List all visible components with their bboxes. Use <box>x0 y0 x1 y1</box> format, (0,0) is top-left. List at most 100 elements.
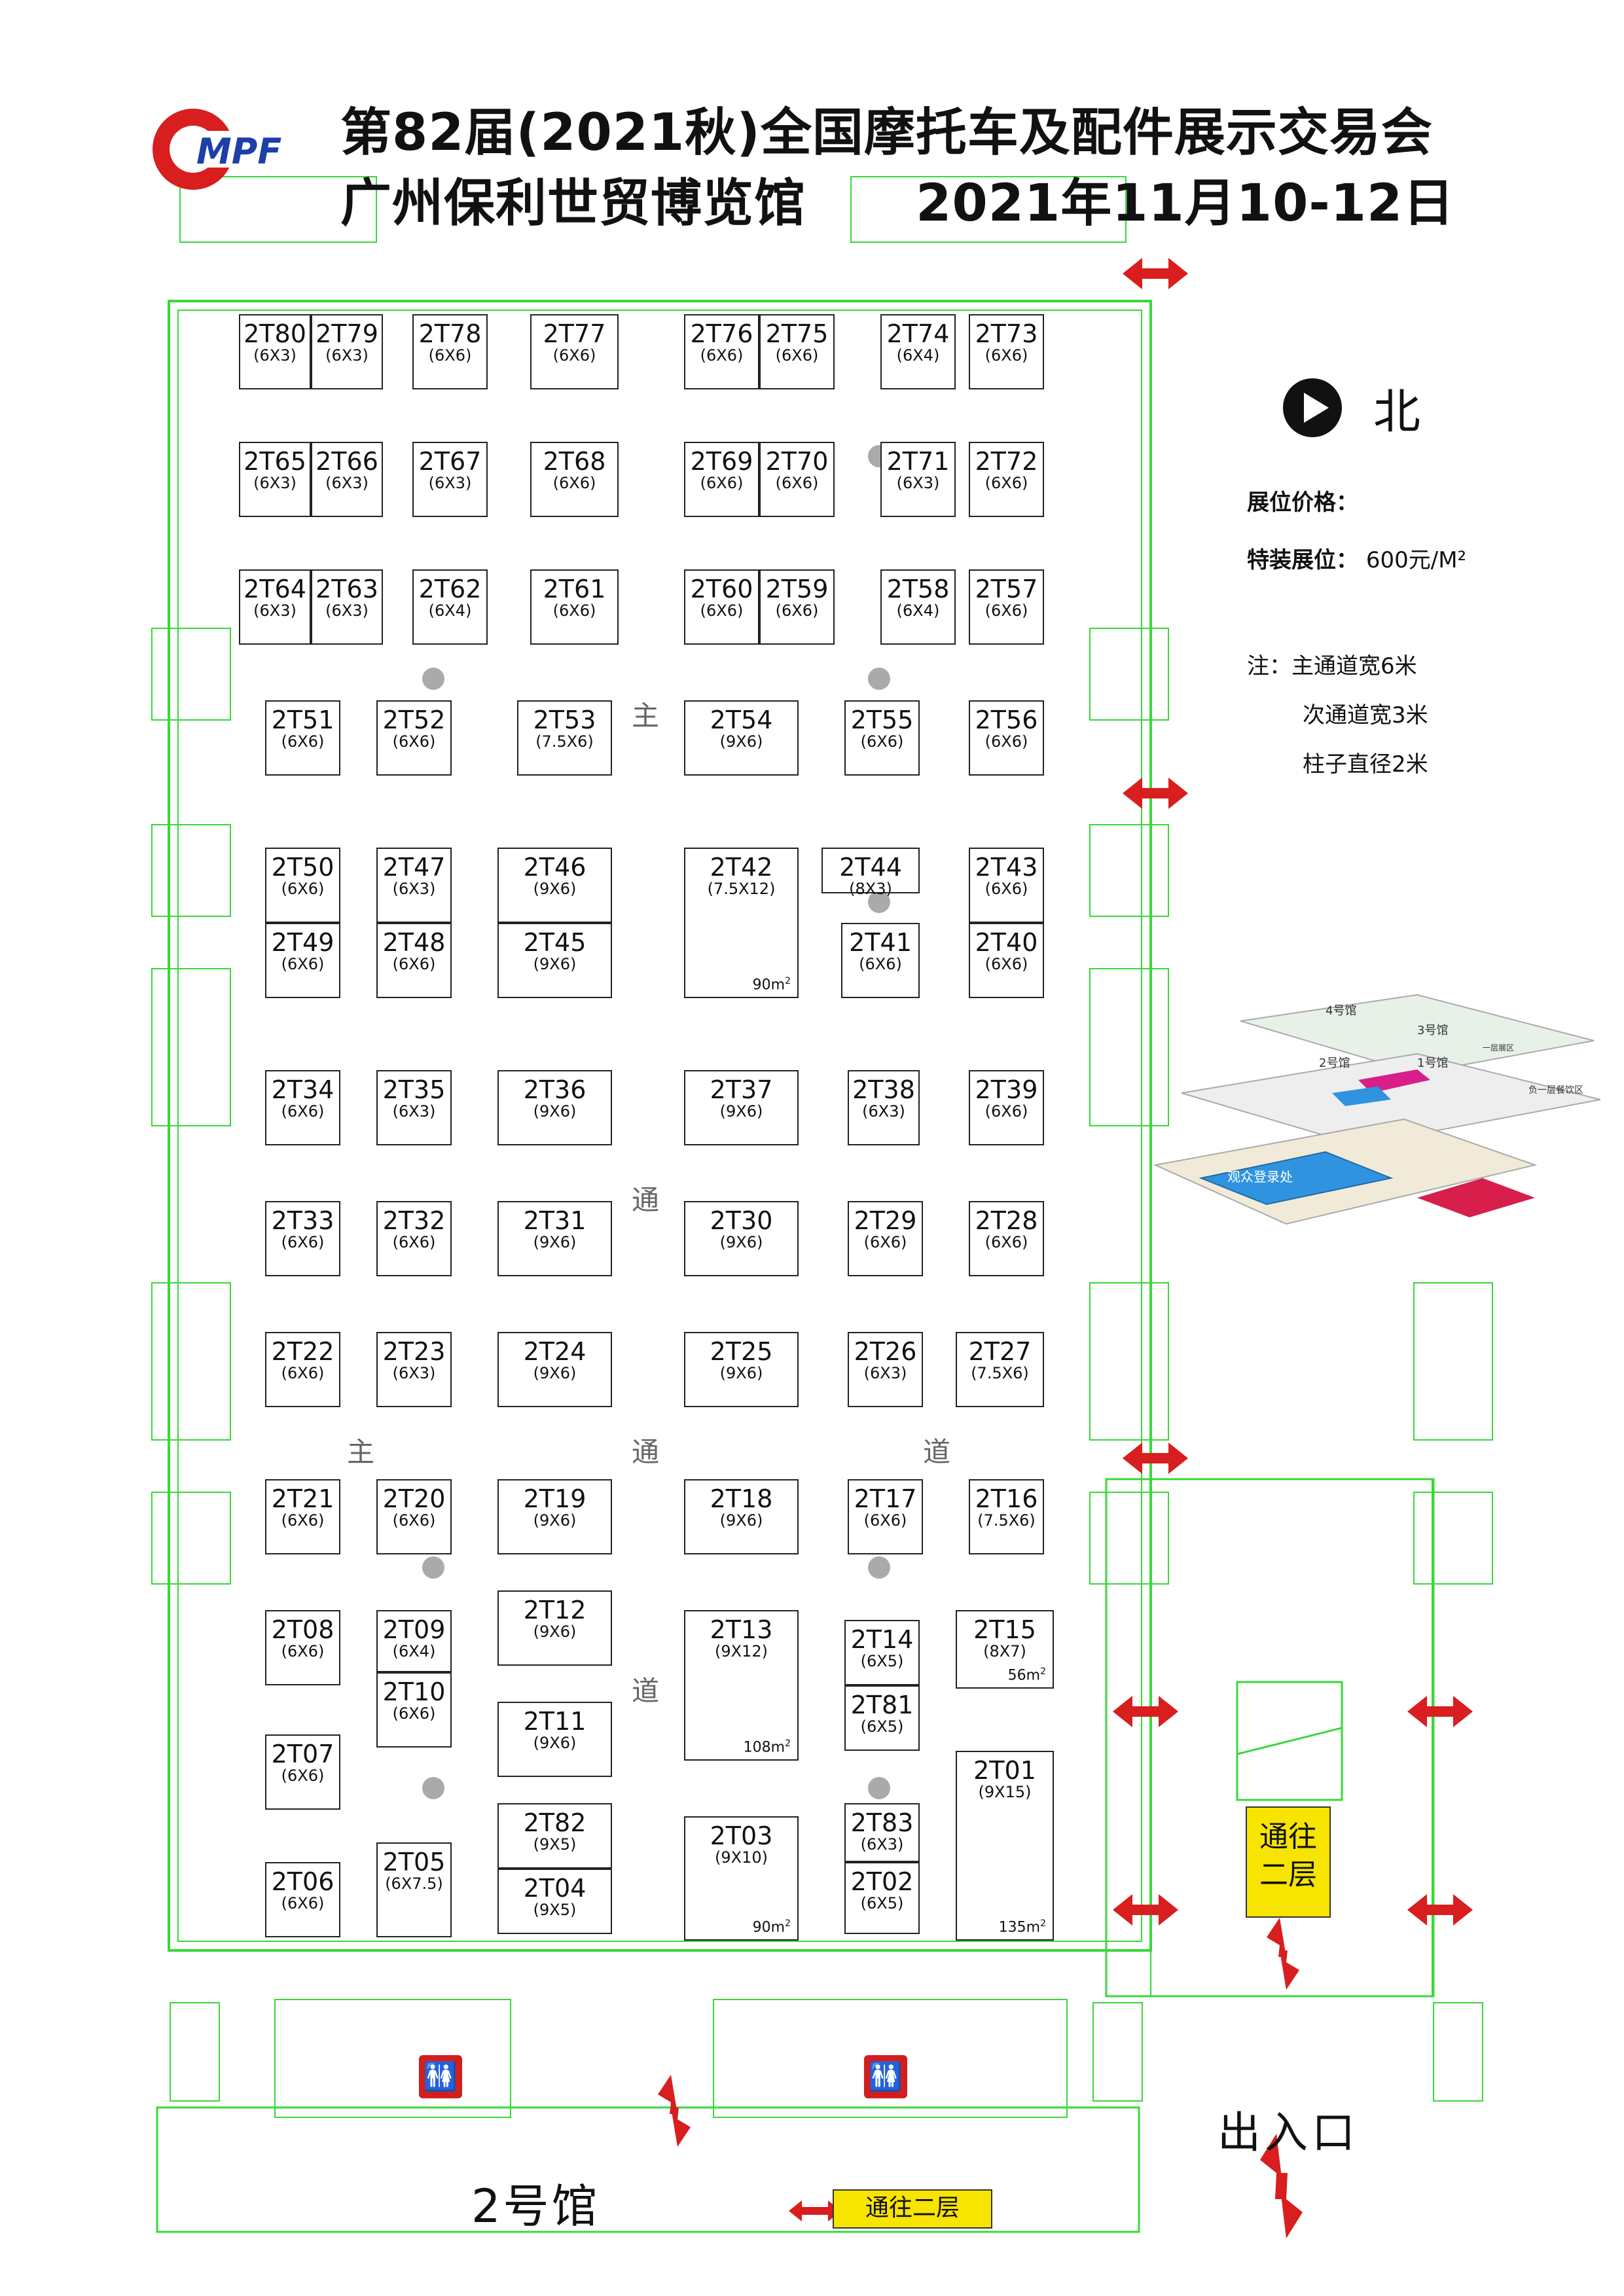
booth-2t39[interactable]: 2T39(6X6) <box>969 1070 1044 1145</box>
booth-2t45[interactable]: 2T45(9X6) <box>497 923 612 998</box>
booth-2t07[interactable]: 2T07(6X6) <box>265 1734 340 1810</box>
booth-2t64[interactable]: 2T64(6X3) <box>239 569 311 645</box>
booth-size: (9X5) <box>533 1901 577 1919</box>
booth-id: 2T61 <box>543 575 606 603</box>
booth-2t52[interactable]: 2T52(6X6) <box>376 700 452 776</box>
booth-2t58[interactable]: 2T58(6X4) <box>880 569 956 645</box>
booth-2t80[interactable]: 2T80(6X3) <box>239 314 311 389</box>
booth-2t17[interactable]: 2T17(6X6) <box>848 1479 923 1554</box>
booth-2t65[interactable]: 2T65(6X3) <box>239 442 311 517</box>
booth-2t23[interactable]: 2T23(6X3) <box>376 1332 452 1407</box>
booth-2t06[interactable]: 2T06(6X6) <box>265 1862 340 1937</box>
booth-2t38[interactable]: 2T38(6X3) <box>848 1070 920 1145</box>
booth-2t04[interactable]: 2T04(9X5) <box>497 1869 612 1934</box>
booth-size: (6X4) <box>428 601 472 620</box>
booth-2t48[interactable]: 2T48(6X6) <box>376 923 452 998</box>
booth-2t70[interactable]: 2T70(6X6) <box>759 442 835 517</box>
booth-2t33[interactable]: 2T33(6X6) <box>265 1201 340 1276</box>
booth-2t79[interactable]: 2T79(6X3) <box>311 314 383 389</box>
booth-2t29[interactable]: 2T29(6X6) <box>848 1201 923 1276</box>
booth-size: (9X6) <box>533 1233 577 1251</box>
booth-2t61[interactable]: 2T61(6X6) <box>530 569 619 645</box>
booth-2t05[interactable]: 2T05(6X7.5) <box>376 1842 452 1937</box>
booth-2t20[interactable]: 2T20(6X6) <box>376 1479 452 1554</box>
booth-2t08[interactable]: 2T08(6X6) <box>265 1610 340 1685</box>
booth-2t42[interactable]: 2T42(7.5X12)90m2 <box>684 848 799 998</box>
booth-2t41[interactable]: 2T41(6X6) <box>841 923 920 998</box>
booth-2t40[interactable]: 2T40(6X6) <box>969 923 1044 998</box>
booth-2t11[interactable]: 2T11(9X6) <box>497 1702 612 1777</box>
booth-2t44[interactable]: 2T44(8X3) <box>821 848 920 897</box>
booth-2t26[interactable]: 2T26(6X3) <box>848 1332 923 1407</box>
booth-2t66[interactable]: 2T66(6X3) <box>311 442 383 517</box>
booth-size: (6X4) <box>896 601 940 620</box>
booth-2t14[interactable]: 2T14(6X5) <box>844 1620 920 1685</box>
booth-2t51[interactable]: 2T51(6X6) <box>265 700 340 776</box>
booth-id: 2T63 <box>316 575 378 603</box>
booth-2t78[interactable]: 2T78(6X6) <box>412 314 488 389</box>
booth-2t82[interactable]: 2T82(9X5) <box>497 1803 612 1869</box>
booth-2t60[interactable]: 2T60(6X6) <box>684 569 759 645</box>
booth-2t63[interactable]: 2T63(6X3) <box>311 569 383 645</box>
booth-id: 2T77 <box>543 319 606 348</box>
booth-2t24[interactable]: 2T24(9X6) <box>497 1332 612 1407</box>
booth-2t74[interactable]: 2T74(6X4) <box>880 314 956 389</box>
booth-2t71[interactable]: 2T71(6X3) <box>880 442 956 517</box>
booth-2t47[interactable]: 2T47(6X3) <box>376 848 452 923</box>
booth-2t76[interactable]: 2T76(6X6) <box>684 314 759 389</box>
booth-2t32[interactable]: 2T32(6X6) <box>376 1201 452 1276</box>
booth-2t35[interactable]: 2T35(6X3) <box>376 1070 452 1145</box>
booth-2t55[interactable]: 2T55(6X6) <box>844 700 920 776</box>
booth-2t37[interactable]: 2T37(9X6) <box>684 1070 799 1145</box>
booth-2t43[interactable]: 2T43(6X6) <box>969 848 1044 923</box>
booth-id: 2T74 <box>886 319 950 348</box>
booth-2t50[interactable]: 2T50(6X6) <box>265 848 340 923</box>
booth-2t03[interactable]: 2T03(9X10)90m2 <box>684 1816 799 1941</box>
booth-2t73[interactable]: 2T73(6X6) <box>969 314 1044 389</box>
booth-2t34[interactable]: 2T34(6X6) <box>265 1070 340 1145</box>
booth-2t09[interactable]: 2T09(6X4) <box>376 1610 452 1672</box>
booth-2t83[interactable]: 2T83(6X3) <box>844 1803 920 1862</box>
booth-2t62[interactable]: 2T62(6X4) <box>412 569 488 645</box>
booth-2t56[interactable]: 2T56(6X6) <box>969 700 1044 776</box>
booth-2t59[interactable]: 2T59(6X6) <box>759 569 835 645</box>
booth-2t72[interactable]: 2T72(6X6) <box>969 442 1044 517</box>
booth-2t49[interactable]: 2T49(6X6) <box>265 923 340 998</box>
booth-size: (9X6) <box>719 1233 763 1251</box>
booth-2t15[interactable]: 2T15(8X7)56m2 <box>956 1610 1054 1689</box>
booth-id: 2T38 <box>852 1075 915 1104</box>
booth-2t77[interactable]: 2T77(6X6) <box>530 314 619 389</box>
booth-2t10[interactable]: 2T10(6X6) <box>376 1672 452 1748</box>
booth-size: (6X6) <box>863 1511 907 1530</box>
south-stairs-to-second-floor[interactable]: 通往二层 <box>833 2189 992 2229</box>
booth-2t31[interactable]: 2T31(9X6) <box>497 1201 612 1276</box>
booth-2t27[interactable]: 2T27(7.5X6) <box>956 1332 1044 1407</box>
stairs-to-second-floor[interactable]: 通往 二层 <box>1246 1806 1331 1918</box>
booth-size: (7.5X12) <box>707 880 776 898</box>
booth-2t21[interactable]: 2T21(6X6) <box>265 1479 340 1554</box>
booth-2t69[interactable]: 2T69(6X6) <box>684 442 759 517</box>
booth-2t68[interactable]: 2T68(6X6) <box>530 442 619 517</box>
booth-2t30[interactable]: 2T30(9X6) <box>684 1201 799 1276</box>
booth-2t81[interactable]: 2T81(6X5) <box>844 1685 920 1751</box>
booth-2t36[interactable]: 2T36(9X6) <box>497 1070 612 1145</box>
booth-2t54[interactable]: 2T54(9X6) <box>684 700 799 776</box>
booth-2t12[interactable]: 2T12(9X6) <box>497 1590 612 1666</box>
booth-id: 2T48 <box>382 928 446 957</box>
booth-2t01[interactable]: 2T01(9X15)135m2 <box>956 1751 1054 1941</box>
booth-2t46[interactable]: 2T46(9X6) <box>497 848 612 923</box>
booth-2t18[interactable]: 2T18(9X6) <box>684 1479 799 1554</box>
booth-2t02[interactable]: 2T02(6X5) <box>844 1862 920 1934</box>
booth-2t57[interactable]: 2T57(6X6) <box>969 569 1044 645</box>
booth-2t25[interactable]: 2T25(9X6) <box>684 1332 799 1407</box>
booth-2t67[interactable]: 2T67(6X3) <box>412 442 488 517</box>
booth-2t16[interactable]: 2T16(7.5X6) <box>969 1479 1044 1554</box>
booth-size: (6X6) <box>775 474 819 492</box>
booth-2t53[interactable]: 2T53(7.5X6) <box>517 700 612 776</box>
booth-2t13[interactable]: 2T13(9X12)108m2 <box>684 1610 799 1761</box>
booth-2t22[interactable]: 2T22(6X6) <box>265 1332 340 1407</box>
booth-2t75[interactable]: 2T75(6X6) <box>759 314 835 389</box>
booth-2t19[interactable]: 2T19(9X6) <box>497 1479 612 1554</box>
note-main-aisle: 注：主通道宽6米 <box>1247 653 1417 679</box>
booth-2t28[interactable]: 2T28(6X6) <box>969 1201 1044 1276</box>
